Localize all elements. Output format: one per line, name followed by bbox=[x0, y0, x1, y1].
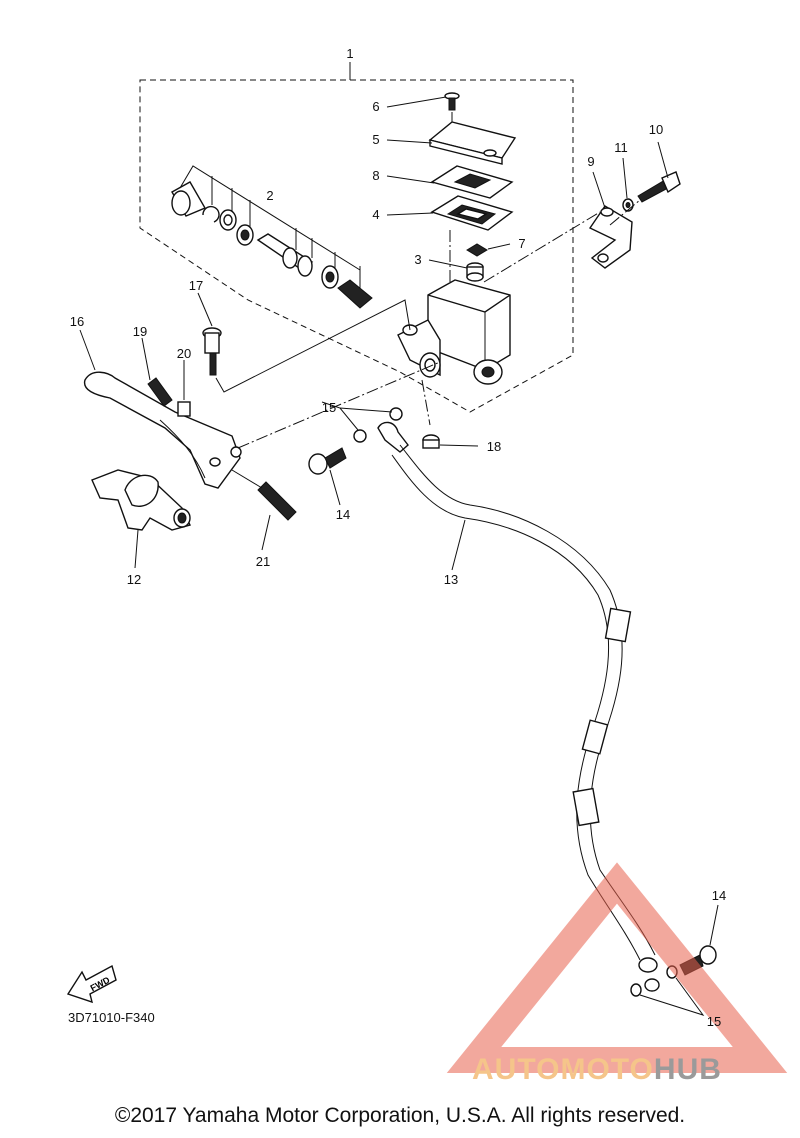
callout-5: 5 bbox=[372, 132, 379, 147]
watermark-logo bbox=[446, 862, 788, 1073]
master-cylinder-body bbox=[397, 279, 511, 385]
callout-21: 21 bbox=[256, 554, 270, 569]
callout-19: 19 bbox=[133, 324, 147, 339]
watermark-part2: HUB bbox=[653, 1053, 722, 1086]
callout-16: 16 bbox=[70, 314, 84, 329]
callout-7: 7 bbox=[518, 236, 525, 251]
callout-12: 12 bbox=[127, 572, 141, 587]
callout-1: 1 bbox=[346, 46, 353, 61]
callout-15-lower: 15 bbox=[707, 1014, 721, 1029]
brake-hose bbox=[377, 421, 660, 992]
callout-14-lower: 14 bbox=[712, 888, 726, 903]
piston-kit bbox=[171, 181, 373, 309]
lock-nut bbox=[177, 401, 191, 417]
brake-lever bbox=[83, 371, 242, 489]
holder-clamp bbox=[588, 205, 633, 269]
callout-10: 10 bbox=[649, 122, 663, 137]
callout-14-upper: 14 bbox=[336, 507, 350, 522]
reservoir-cover bbox=[428, 121, 517, 165]
union-bolt bbox=[308, 447, 347, 475]
float-protector bbox=[466, 243, 488, 257]
watermark-part1: AUTOMOTO bbox=[472, 1053, 654, 1086]
callout-18: 18 bbox=[487, 439, 501, 454]
callout-20: 20 bbox=[177, 346, 191, 361]
bushing bbox=[466, 262, 484, 282]
brake-switch bbox=[91, 469, 191, 531]
assembly-boundary bbox=[139, 79, 574, 413]
drawing-code: 3D71010-F340 bbox=[68, 1010, 155, 1025]
fwd-arrow-icon: FWD bbox=[66, 964, 117, 1004]
copyright-notice: ©2017 Yamaha Motor Corporation, U.S.A. A… bbox=[114, 1104, 686, 1127]
washer bbox=[622, 198, 634, 212]
copper-washers bbox=[353, 407, 403, 443]
callout-17: 17 bbox=[189, 278, 203, 293]
pivot-bolt bbox=[202, 327, 222, 376]
diaphragm-plate bbox=[430, 165, 514, 199]
bolt bbox=[637, 171, 681, 203]
callout-2: 2 bbox=[266, 188, 273, 203]
callout-11: 11 bbox=[614, 140, 628, 155]
screw-part bbox=[444, 92, 460, 111]
callout-9: 9 bbox=[587, 154, 594, 169]
cap bbox=[422, 434, 440, 449]
callout-6: 6 bbox=[372, 99, 379, 114]
diaphragm bbox=[430, 195, 514, 231]
callout-8: 8 bbox=[372, 168, 379, 183]
adjuster-screw bbox=[147, 377, 173, 407]
callout-13: 13 bbox=[444, 572, 458, 587]
callout-3: 3 bbox=[414, 252, 421, 267]
callout-15-upper: 15 bbox=[322, 400, 336, 415]
callout-4: 4 bbox=[372, 207, 379, 222]
watermark-text: AUTOMOTOHUB bbox=[472, 1053, 722, 1087]
spring bbox=[257, 481, 297, 521]
